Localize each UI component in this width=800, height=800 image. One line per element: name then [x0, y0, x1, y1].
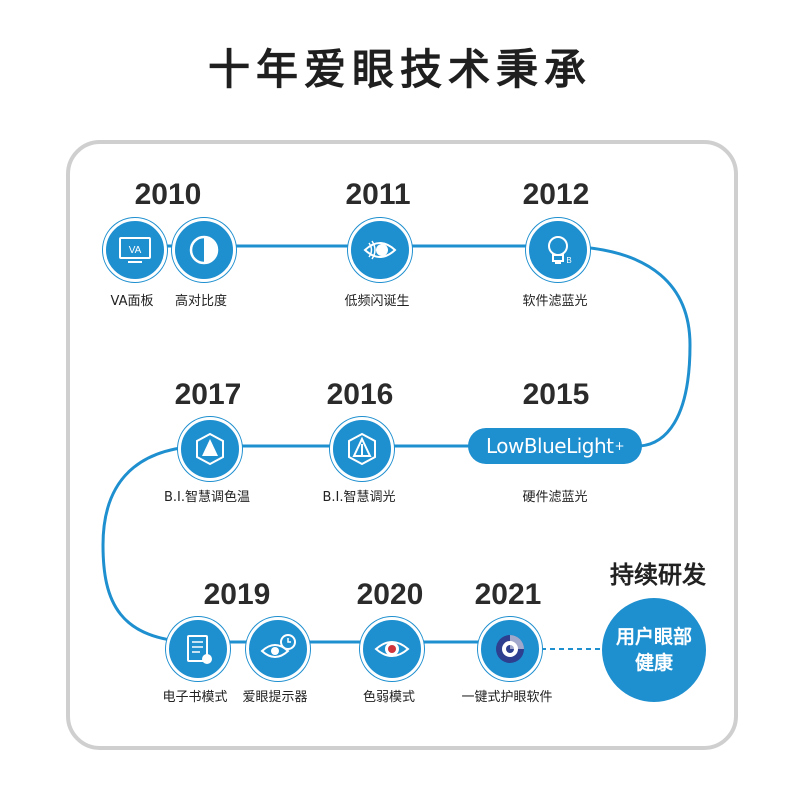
year-2017: 2017	[174, 378, 242, 411]
color-weak-eye-icon	[360, 617, 424, 681]
feature-label-va-panel: VA面板	[110, 294, 154, 309]
future-title: 持续研发	[610, 561, 706, 589]
year-2010: 2010	[134, 178, 202, 211]
page-title: 十年爱眼技术秉承	[207, 45, 592, 94]
eye-reminder-icon	[246, 617, 310, 681]
lightbulb-icon: B	[526, 218, 590, 282]
future-circle-text: 用户眼部健康	[615, 626, 692, 674]
monitor-va-text: VA	[129, 245, 142, 256]
feature-label-high-contrast: 高对比度	[174, 294, 227, 309]
monitor-va-icon: VA	[103, 218, 167, 282]
smart-color-temp-icon	[178, 417, 242, 481]
year-2020: 2020	[356, 578, 424, 611]
year-2016: 2016	[326, 378, 394, 411]
year-2015: 2015	[522, 378, 590, 411]
year-2011: 2011	[345, 178, 411, 211]
feature-label-one-click-eye-care: 一键式护眼软件	[461, 690, 553, 705]
badge-text: LowBlueLight	[485, 434, 614, 458]
flicker-eye-icon	[348, 218, 412, 282]
feature-label-software-blue-filter: 软件滤蓝光	[522, 294, 588, 309]
feature-label-smart-dimming: B.I.智慧调光	[322, 490, 396, 505]
lightbulb-b-text: B	[566, 256, 571, 265]
smart-dimming-icon	[330, 417, 394, 481]
feature-label-eye-reminder: 爱眼提示器	[242, 690, 308, 705]
badge-plus: +	[614, 439, 625, 453]
feature-label-hardware-blue-filter: 硬件滤蓝光	[522, 490, 588, 505]
feature-label-low-flicker: 低频闪诞生	[344, 294, 410, 309]
feature-label-color-weak-mode: 色弱模式	[362, 690, 415, 705]
future-circle: 用户眼部健康	[602, 598, 706, 702]
feature-label-ebook-mode: 电子书模式	[162, 690, 228, 705]
one-click-eye-care-icon	[478, 617, 542, 681]
year-2021: 2021	[474, 578, 542, 611]
year-2019: 2019	[203, 578, 271, 611]
ebook-icon	[166, 617, 230, 681]
contrast-icon	[172, 218, 236, 282]
feature-label-smart-color-temp: B.I.智慧调色温	[163, 490, 251, 505]
low-blue-light-badge: LowBlueLight+	[468, 428, 642, 464]
year-2012: 2012	[522, 178, 590, 211]
